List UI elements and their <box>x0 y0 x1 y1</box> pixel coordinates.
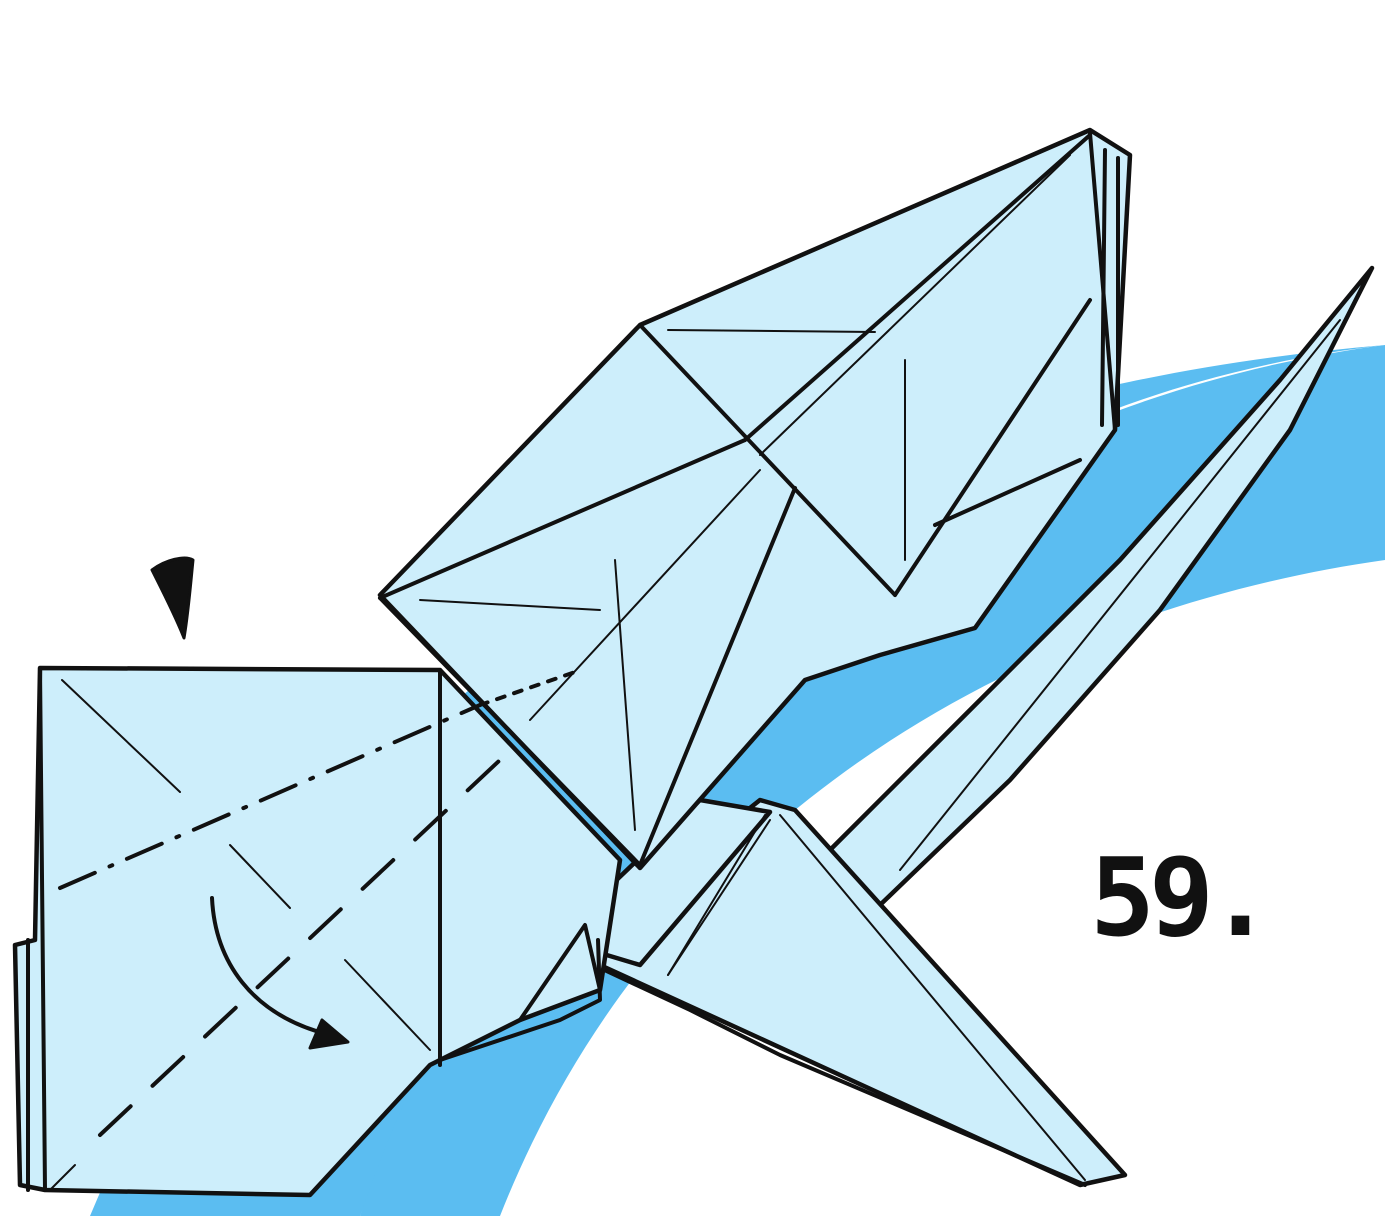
push-arrow <box>152 558 193 638</box>
step-number: 59. <box>1090 845 1267 953</box>
